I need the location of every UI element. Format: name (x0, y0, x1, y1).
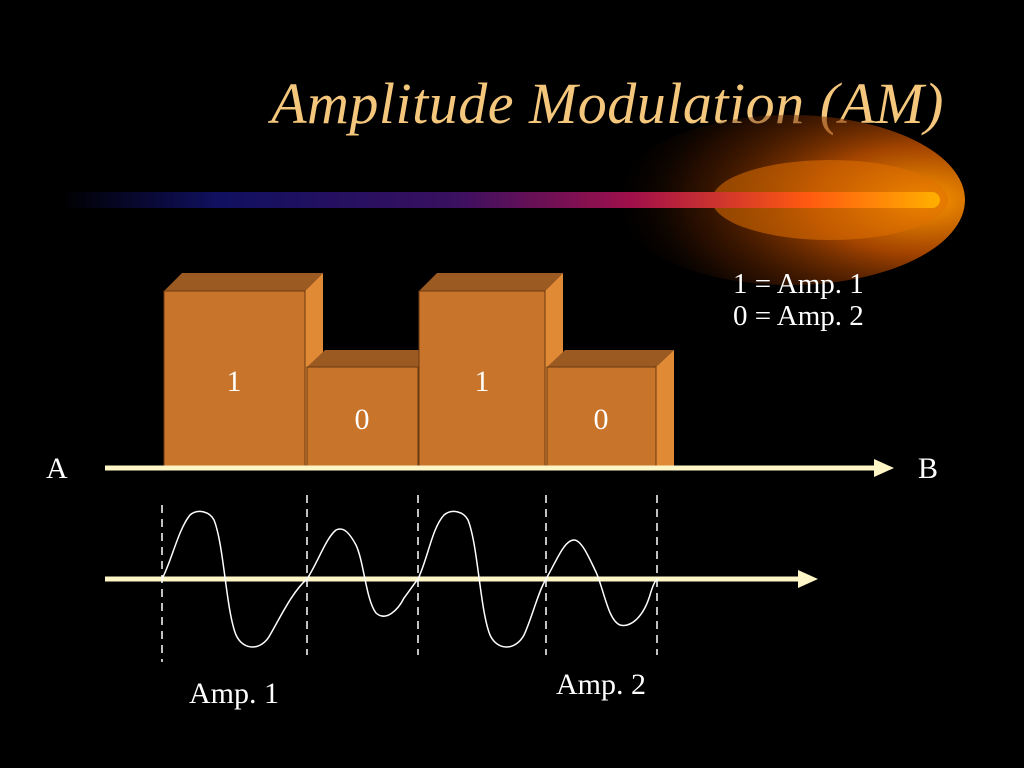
bit-label: 0 (355, 403, 370, 436)
axis-arrowhead (874, 459, 894, 477)
bit-legend: 1 = Amp. 1 0 = Amp. 2 (733, 268, 864, 332)
endpoint-a-label: A (46, 452, 68, 485)
bar-4-side (656, 350, 674, 468)
transmission-axis (105, 459, 894, 477)
bar-4 (546, 350, 674, 469)
bar-4-top (547, 350, 674, 367)
bar-2-front (306, 366, 419, 469)
bar-1-top (164, 273, 323, 291)
bar-2-top (307, 350, 436, 367)
amp-1-label: Amp. 1 (189, 677, 279, 710)
amp-2-label: Amp. 2 (556, 668, 646, 701)
bit-label: 0 (594, 403, 609, 436)
signal-arrowhead (798, 570, 818, 588)
bar-3 (418, 273, 563, 469)
endpoint-b-label: B (918, 452, 939, 485)
signal-axis (105, 570, 818, 588)
bit-label: 1 (475, 365, 490, 398)
bit-label: 1 (227, 365, 242, 398)
bar-3-top (419, 273, 563, 291)
comet-streak (60, 192, 940, 208)
am-waveform (161, 510, 658, 648)
bit-bars (163, 273, 674, 469)
bar-3-front (418, 290, 546, 469)
bit-boundaries (161, 495, 658, 662)
bar-4-front (546, 366, 657, 469)
legend-line-2: 0 = Amp. 2 (733, 300, 864, 332)
bar-2 (306, 350, 436, 469)
bar-1 (163, 273, 323, 469)
legend-line-1: 1 = Amp. 1 (733, 268, 864, 300)
